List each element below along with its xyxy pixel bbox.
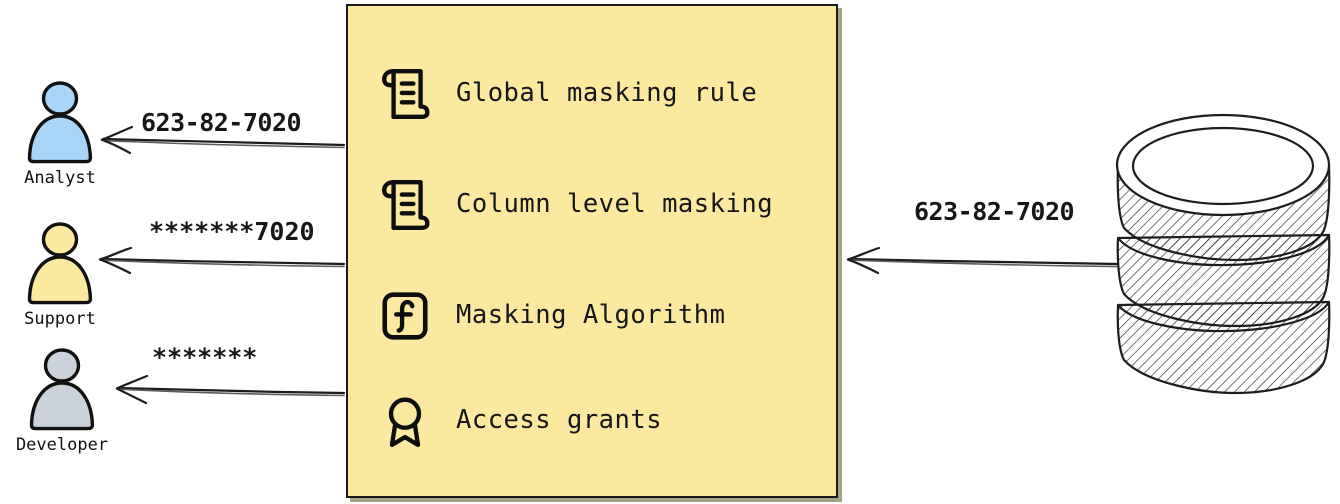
database-cylinder-icon xyxy=(1115,113,1331,395)
arrow-to-analyst xyxy=(100,125,346,155)
scroll-icon xyxy=(382,68,430,120)
actor-analyst[interactable]: Analyst xyxy=(0,78,120,187)
arrow-to-developer xyxy=(115,374,346,405)
flow-label-support: *******7020 xyxy=(149,217,315,246)
policy-label: Global masking rule xyxy=(456,78,758,109)
policy-label: Access grants xyxy=(456,405,663,436)
actor-support[interactable]: Support xyxy=(0,219,120,328)
scroll-icon xyxy=(382,179,430,231)
policy-row-masking-algorithm[interactable]: Masking Algorithm xyxy=(380,286,726,346)
arrow-db-to-panel xyxy=(846,246,1120,275)
policy-row-global-masking-rule[interactable]: Global masking rule xyxy=(380,64,757,124)
policy-row-access-grants[interactable]: Access grants xyxy=(380,391,662,451)
flow-label-developer: ******* xyxy=(152,343,258,372)
flow-label-source: 623-82-7020 xyxy=(914,197,1075,226)
function-icon xyxy=(382,292,428,340)
actor-label-developer: Developer xyxy=(15,435,109,455)
award-icon xyxy=(388,397,422,448)
policy-label: Masking Algorithm xyxy=(456,300,726,331)
actor-label-analyst: Analyst xyxy=(24,168,96,188)
policy-label: Column level masking xyxy=(456,189,774,220)
policy-row-column-level-masking[interactable]: Column level masking xyxy=(380,175,773,235)
person-icon xyxy=(29,348,95,431)
flow-label-analyst: 623-82-7020 xyxy=(141,108,302,137)
arrow-to-support xyxy=(98,246,346,275)
actor-label-support: Support xyxy=(24,309,96,329)
actor-developer[interactable]: Developer xyxy=(2,345,122,454)
person-icon xyxy=(27,81,93,164)
masking-policy-panel: Global masking rule Column level masking xyxy=(346,4,838,498)
person-icon xyxy=(27,222,93,305)
